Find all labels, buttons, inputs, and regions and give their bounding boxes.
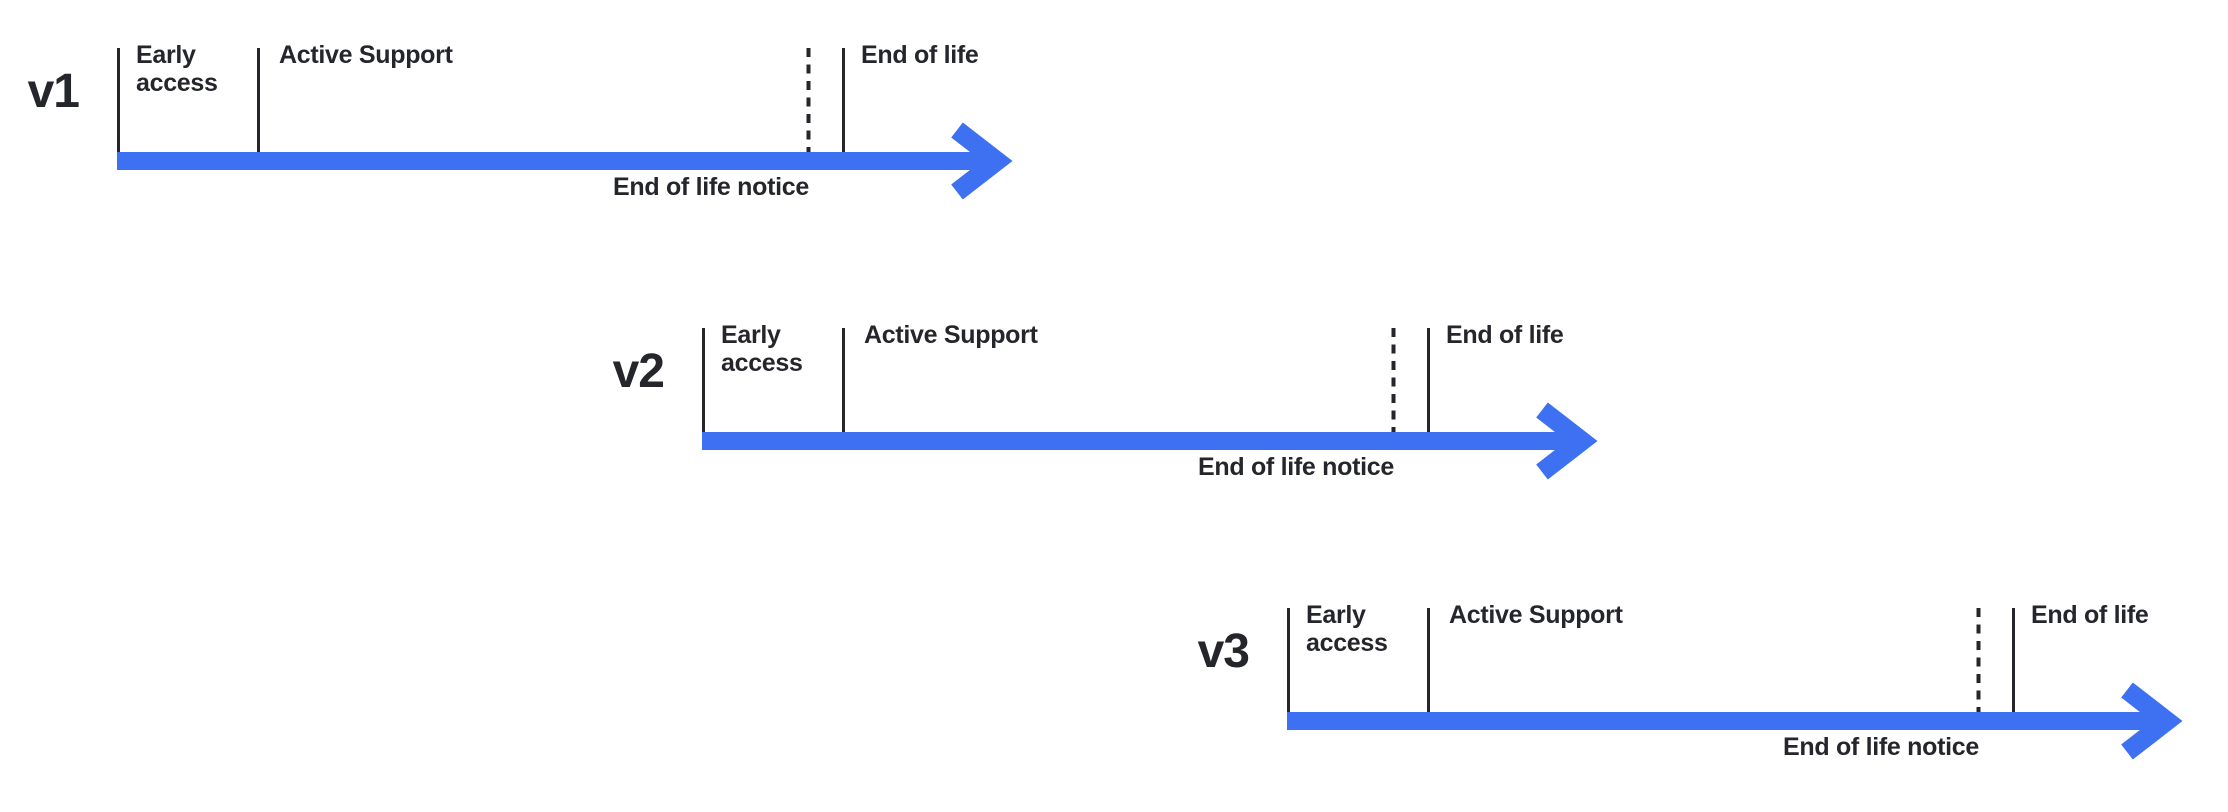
arrowhead-icon [951, 122, 1013, 200]
arrowhead-icon [1536, 402, 1598, 480]
early-access-label: Early access [136, 41, 218, 97]
version-label: v3 [1197, 624, 1250, 678]
end-of-life-notice-label: End of life notice [1783, 733, 1979, 761]
end-of-life-label: End of life [2031, 601, 2149, 629]
end-of-life-notice-label: End of life notice [1198, 453, 1394, 481]
timeline-arrow-shaft [117, 152, 984, 170]
timeline-arrow-shaft [1287, 712, 2154, 730]
version-label: v1 [27, 64, 80, 118]
active-support-label: Active Support [864, 321, 1038, 349]
early-access-label: Early access [1306, 601, 1388, 657]
arrowhead-icon [2121, 682, 2183, 760]
timeline-arrow-shaft [702, 432, 1569, 450]
version-label: v2 [612, 344, 665, 398]
timeline-v1: v1 Early access Active Support End of li… [28, 41, 1027, 283]
timeline-graphic [1287, 608, 2183, 760]
active-support-label: Active Support [1449, 601, 1623, 629]
timeline-graphic [117, 48, 1013, 200]
early-access-label: Early access [721, 321, 803, 377]
end-of-life-label: End of life [861, 41, 979, 69]
end-of-life-label: End of life [1446, 321, 1564, 349]
end-of-life-notice-label: End of life notice [613, 173, 809, 201]
active-support-label: Active Support [279, 41, 453, 69]
timeline-graphic [702, 328, 1598, 480]
timeline-v2: v2 Early access Active Support End of li… [613, 321, 1612, 563]
timeline-v3: v3 Early access Active Support End of li… [1198, 601, 2197, 812]
